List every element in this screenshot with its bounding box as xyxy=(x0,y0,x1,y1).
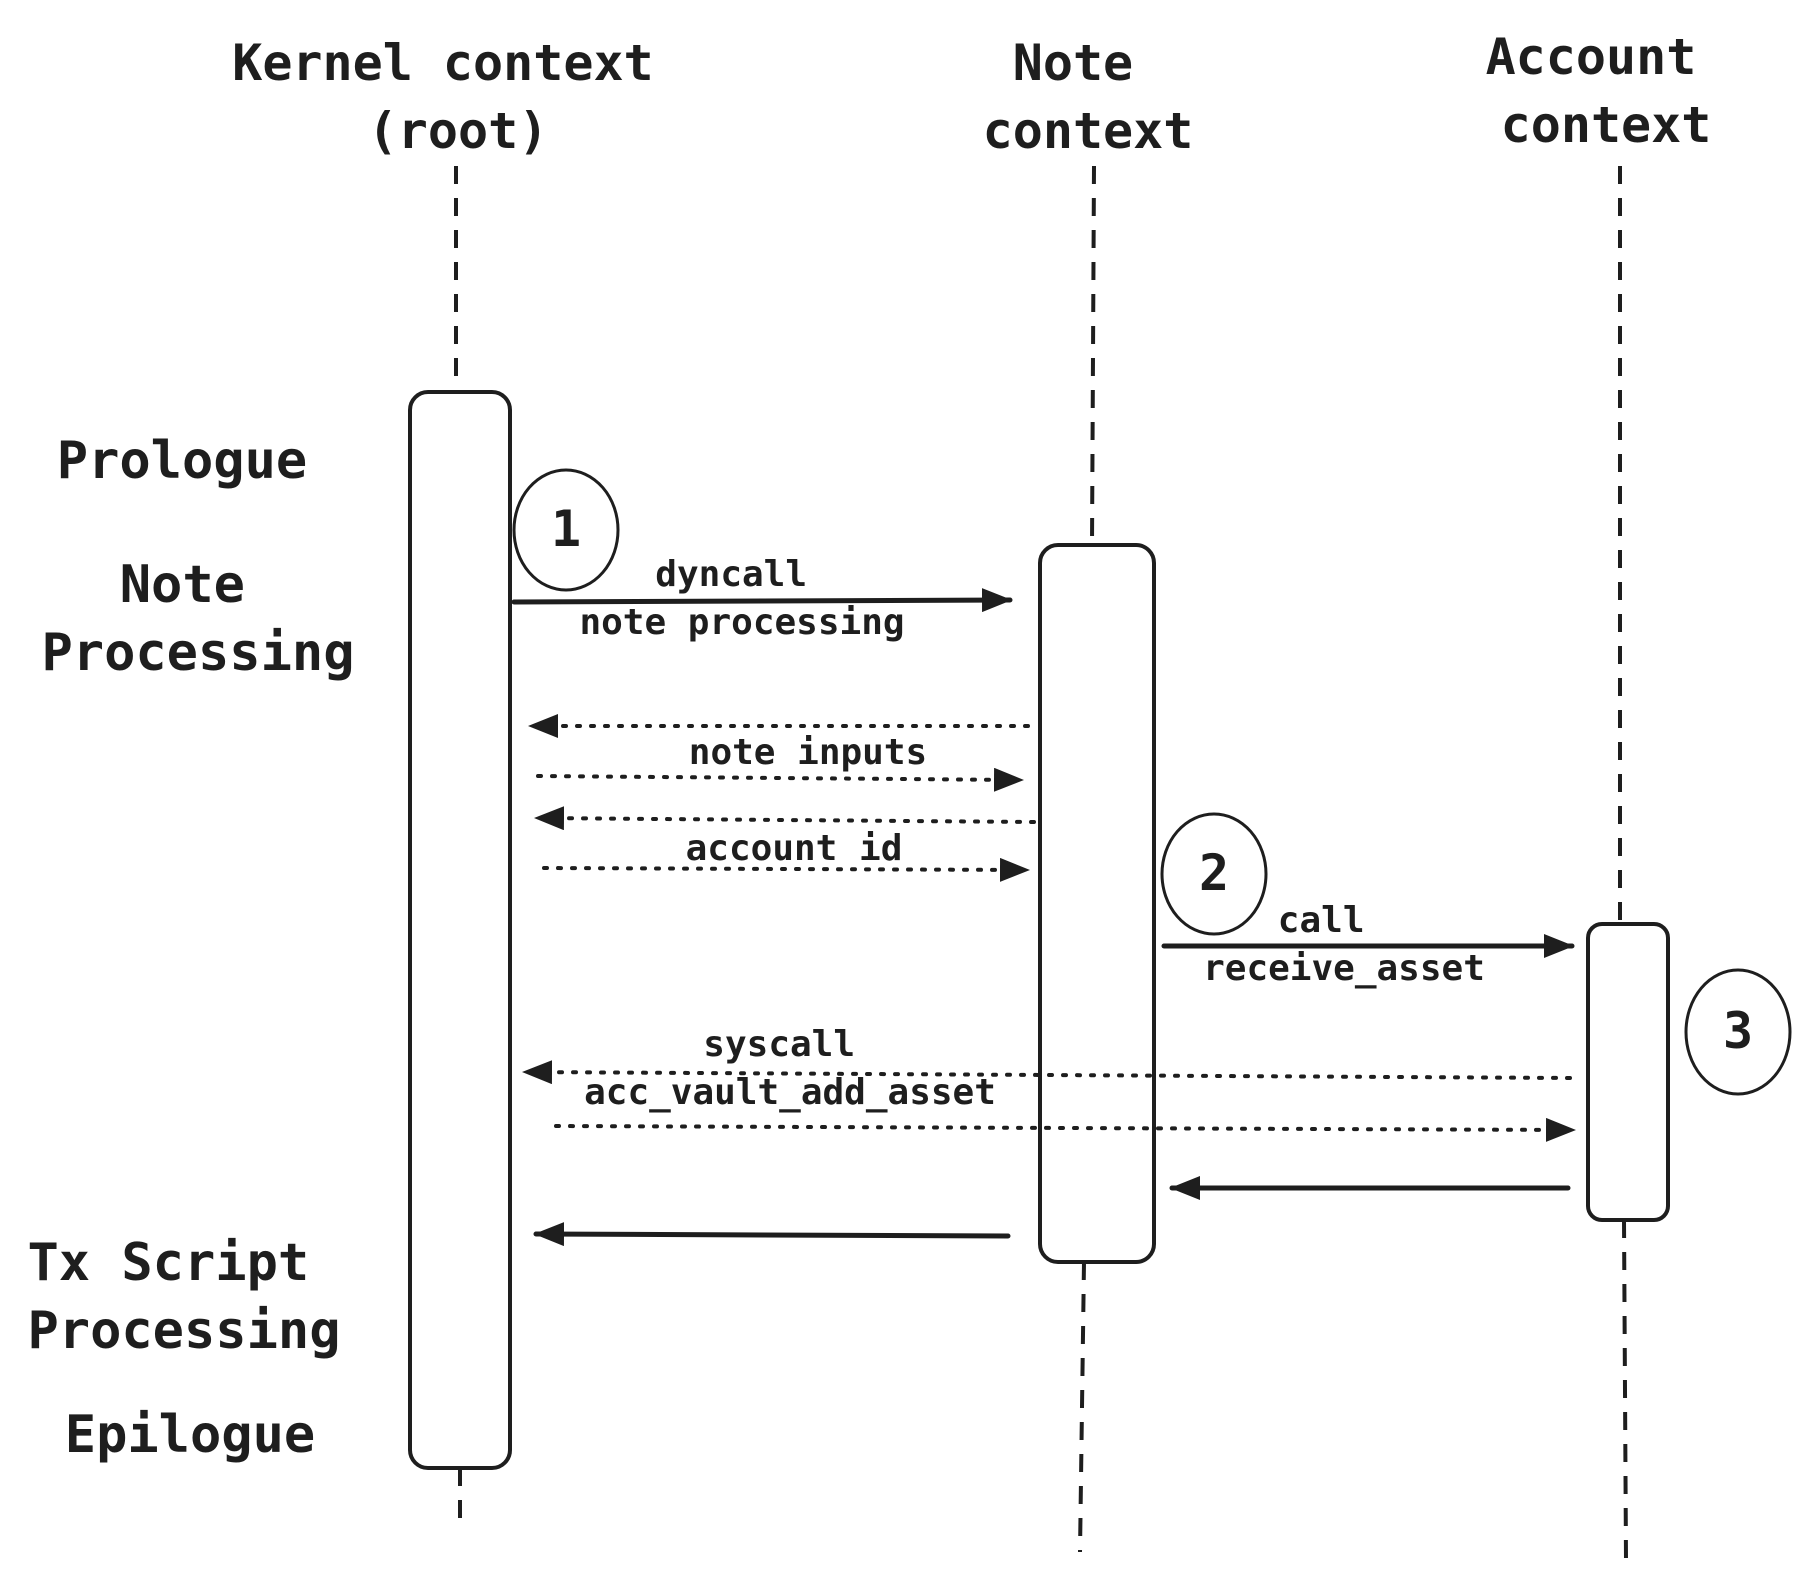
kernel-context-header: Kernel context (root) xyxy=(232,34,684,160)
dyncall-label-line1: dyncall xyxy=(655,554,807,595)
step-3-circle xyxy=(1684,968,1792,1096)
syscall-label: syscall acc_vault_add_asset xyxy=(584,1024,996,1113)
call-label-line2: receive_asset xyxy=(1203,948,1485,989)
account-id-response-arrow xyxy=(542,857,1030,882)
prologue-label: Prologue xyxy=(57,431,307,491)
tx-script-processing-label-line2: Processing xyxy=(27,1301,340,1361)
account-activation-box xyxy=(1586,922,1670,1222)
epilogue-label: Epilogue xyxy=(65,1405,315,1465)
account-context-header-line1: Account xyxy=(1486,28,1697,86)
call-label: call receive_asset xyxy=(1203,900,1485,989)
prologue-label-line1: Prologue xyxy=(57,431,307,491)
syscall-label-line2: acc_vault_add_asset xyxy=(584,1072,996,1113)
note-processing-label-line1: Note xyxy=(120,555,245,615)
dyncall-label: dyncall note processing xyxy=(579,554,904,643)
dyncall-arrow xyxy=(511,588,1013,613)
note-inputs-label: note inputs xyxy=(689,732,927,773)
account-id-request-arrow xyxy=(534,806,1036,831)
account-id-label: account id xyxy=(686,828,903,869)
step-1-circle xyxy=(512,468,620,592)
note-return-arrow xyxy=(533,1222,1011,1247)
syscall-request-arrow xyxy=(522,1060,1572,1085)
tx-script-processing-label-line1: Tx Script xyxy=(27,1233,309,1293)
kernel-activation-box xyxy=(408,390,512,1470)
step-3-number: 3 xyxy=(1723,1002,1753,1060)
note-processing-label-line2: Processing xyxy=(41,623,354,683)
step-2-number: 2 xyxy=(1199,844,1229,902)
note-lifeline-bottom xyxy=(1078,1261,1086,1553)
note-context-header-line1: Note xyxy=(1013,34,1133,92)
syscall-response-arrow xyxy=(554,1117,1576,1142)
note-activation-box xyxy=(1038,543,1156,1264)
account-context-header-line2: context xyxy=(1501,96,1712,154)
epilogue-label-line1: Epilogue xyxy=(65,1405,315,1465)
note-context-header: Note context xyxy=(983,34,1194,160)
syscall-label-line1: syscall xyxy=(703,1024,855,1065)
account-lifeline-bottom xyxy=(1622,1219,1628,1561)
kernel-context-header-line1: Kernel context xyxy=(232,34,653,92)
account-context-header: Account context xyxy=(1486,28,1727,154)
note-lifeline-top xyxy=(1090,165,1096,546)
note-context-header-line2: context xyxy=(983,102,1194,160)
dyncall-label-line2: note processing xyxy=(579,602,904,643)
step-1-number: 1 xyxy=(551,500,581,558)
tx-script-processing-label: Tx Script Processing xyxy=(27,1233,340,1361)
step-2-circle xyxy=(1160,812,1268,936)
note-processing-label: Note Processing xyxy=(41,555,354,683)
note-inputs-response-arrow xyxy=(536,767,1024,792)
call-label-line1: call xyxy=(1278,900,1365,941)
kernel-context-header-line2: (root) xyxy=(368,102,549,160)
